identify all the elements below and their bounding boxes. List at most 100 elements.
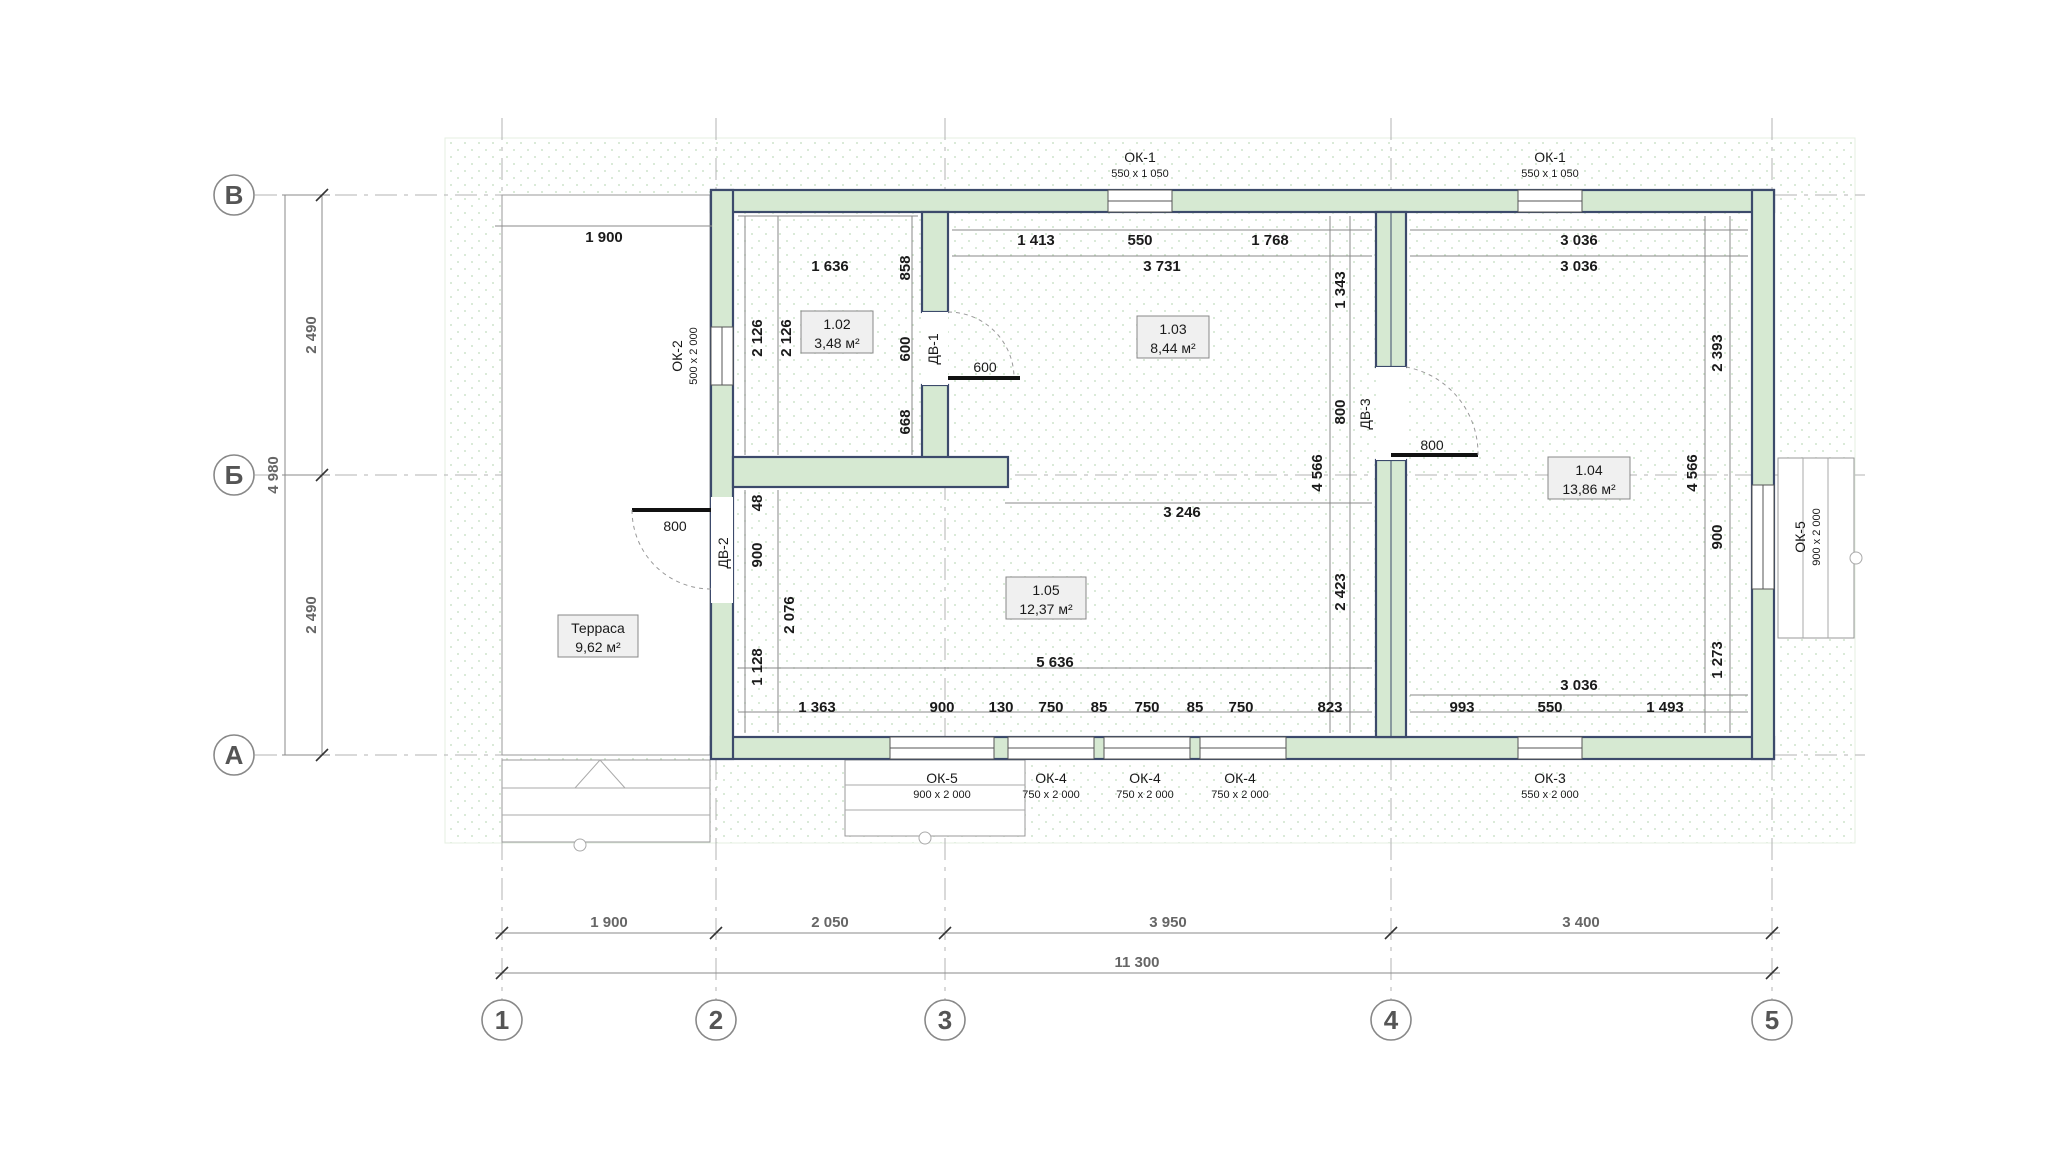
room-103-id: 1.03	[1159, 321, 1186, 337]
dim-dv1-below: 668	[897, 409, 914, 434]
window-ok5-right-size: 900 x 2 000	[1811, 508, 1823, 566]
window-ok5-bottom-name: ОК-5	[926, 770, 958, 786]
dim-bot-seg3: 130	[988, 699, 1013, 716]
dim-bot-seg6: 750	[1134, 699, 1159, 716]
dim-bot-r-seg1: 993	[1449, 699, 1474, 716]
room-102-id: 1.02	[823, 316, 850, 332]
dim-top-seg3: 1 768	[1251, 232, 1289, 249]
dim-bot-r-seg3: 1 493	[1646, 699, 1684, 716]
window-ok2-size: 500 x 2 000	[688, 327, 700, 385]
right-stairs	[1777, 457, 1863, 639]
terrace-name: Терраса	[571, 620, 625, 636]
dim-r105-width: 5 636	[1036, 654, 1074, 671]
axis-col-1: 1	[495, 1005, 509, 1035]
dim-dv3-open: 800	[1332, 399, 1349, 424]
door-dv1-name: ДВ-1	[925, 333, 941, 364]
dim-bot-seg1: 1 363	[798, 699, 836, 716]
terrace-area: 9,62 м²	[575, 639, 621, 655]
dim-r104-top2: 3 036	[1560, 258, 1598, 275]
dim-dv1-open: 600	[897, 336, 914, 361]
axis-row-b: Б	[225, 460, 244, 490]
dim-r102-h2: 2 126	[778, 319, 795, 357]
axis-bubbles	[213, 174, 1793, 1041]
window-ok1-right-name: ОК-1	[1534, 149, 1566, 165]
dim-r104-right-lower: 1 273	[1709, 641, 1726, 679]
axis-col-2: 2	[709, 1005, 723, 1035]
window-ok4b-size: 750 x 2 000	[1116, 789, 1174, 801]
window-ok2-name: ОК-2	[669, 340, 685, 372]
door-dv3-name: ДВ-3	[1357, 398, 1373, 429]
dim-dv2-offset: 48	[749, 495, 766, 512]
room-102-area: 3,48 м²	[814, 335, 860, 351]
dim-dv2-below: 1 128	[749, 648, 766, 686]
door-labels: ДВ-1 600 ДВ-2 800 ДВ-3 800	[663, 333, 1444, 568]
room-105-id: 1.05	[1032, 582, 1059, 598]
dim-bot-seg7: 85	[1187, 699, 1204, 716]
bottom-stairs	[844, 759, 1026, 845]
axis-labels: В Б А 1 2 3 4 5	[225, 180, 1780, 1035]
dim-wall4-upper: 1 343	[1332, 271, 1349, 309]
window-ok3-size: 550 x 2 000	[1521, 789, 1579, 801]
door-dv2-name: ДВ-2	[715, 537, 731, 568]
dim-ok5-right-open: 900	[1709, 524, 1726, 549]
doors	[631, 311, 1479, 603]
dim-axis-4-5: 3 400	[1562, 914, 1600, 931]
dim-r102-h1: 2 126	[749, 319, 766, 357]
dim-top-seg2: 550	[1127, 232, 1152, 249]
dim-wall4-total: 4 566	[1309, 454, 1326, 492]
dim-bot-seg5: 85	[1091, 699, 1108, 716]
dim-axis-3-4: 3 950	[1149, 914, 1187, 931]
dim-wall4-lower: 2 423	[1332, 573, 1349, 611]
axis-col-5: 5	[1765, 1005, 1779, 1035]
dim-dv1-above: 858	[897, 255, 914, 280]
axis-row-a: А	[225, 740, 244, 770]
window-ok4a-size: 750 x 2 000	[1022, 789, 1080, 801]
dim-r104-right-upper: 2 393	[1709, 334, 1726, 372]
window-ok4c-name: ОК-4	[1224, 770, 1256, 786]
room-104-id: 1.04	[1575, 462, 1602, 478]
dim-r104-left-height: 4 566	[1684, 454, 1701, 492]
dim-bot-seg8: 750	[1228, 699, 1253, 716]
door-dv1-width: 600	[973, 359, 997, 375]
dim-r103-width: 3 731	[1143, 258, 1181, 275]
exterior-dimension-lines	[282, 188, 1780, 980]
dim-bot-r-seg2: 550	[1537, 699, 1562, 716]
dim-r104-bottom-width: 3 036	[1560, 677, 1598, 694]
window-ok5-bottom-size: 900 x 2 000	[913, 789, 971, 801]
dim-left-total: 4 980	[265, 456, 282, 494]
dim-r105-height: 2 076	[781, 596, 798, 634]
dim-bot-seg9: 823	[1317, 699, 1342, 716]
dim-axis-2-3: 2 050	[811, 914, 849, 931]
window-ok5-right-name: ОК-5	[1792, 521, 1808, 553]
room-105-area: 12,37 м²	[1019, 601, 1073, 617]
axis-col-4: 4	[1384, 1005, 1399, 1035]
dim-bot-seg4: 750	[1038, 699, 1063, 716]
interior-dimension-lines	[495, 215, 1748, 733]
dim-top-seg1: 1 413	[1017, 232, 1055, 249]
dimension-values: 1 900 1 636 2 126 2 126 858 600 668 1 41…	[265, 229, 1726, 971]
room-104-area: 13,86 м²	[1562, 481, 1616, 497]
terrace	[501, 194, 711, 852]
window-ok4b-name: ОК-4	[1129, 770, 1161, 786]
window-labels: ОК-1 550 x 1 050 ОК-1 550 x 1 050 ОК-2 5…	[669, 149, 1823, 801]
dim-axis-1-2: 1 900	[590, 914, 628, 931]
window-ok1-left-size: 550 x 1 050	[1111, 168, 1169, 180]
dim-bot-seg2: 900	[929, 699, 954, 716]
room-label-boxes	[557, 310, 1631, 658]
dim-r105-partition: 3 246	[1163, 504, 1201, 521]
axis-row-v: В	[225, 180, 244, 210]
dim-overall: 11 300	[1114, 954, 1159, 971]
window-ok4c-size: 750 x 2 000	[1211, 789, 1269, 801]
dim-r104-top1: 3 036	[1560, 232, 1598, 249]
window-ok3-name: ОК-3	[1534, 770, 1566, 786]
dim-dv2-open: 900	[749, 542, 766, 567]
dim-left-upper: 2 490	[303, 316, 320, 354]
door-dv2-width: 800	[663, 518, 687, 534]
window-ok4a-name: ОК-4	[1035, 770, 1067, 786]
window-openings	[710, 189, 1775, 760]
window-ok1-right-size: 550 x 1 050	[1521, 168, 1579, 180]
room-labels: 1.02 3,48 м² 1.03 8,44 м² 1.04 13,86 м² …	[571, 316, 1616, 655]
window-ok1-left-name: ОК-1	[1124, 149, 1156, 165]
axis-col-3: 3	[938, 1005, 952, 1035]
